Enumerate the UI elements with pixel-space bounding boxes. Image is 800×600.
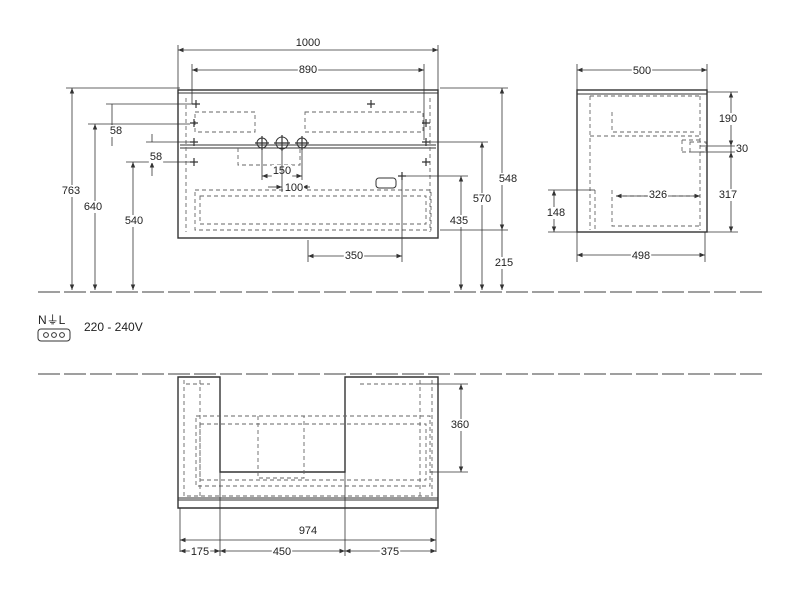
label-backing <box>717 189 739 201</box>
dim-width-1000: 1000 <box>296 37 320 49</box>
front-siphon-lines <box>237 148 301 166</box>
label-backing <box>123 215 145 227</box>
side-cabinet-outline <box>576 89 708 233</box>
dim-height-215: 215 <box>495 257 513 269</box>
dim-spacing-100: 100 <box>285 182 303 194</box>
label-backing <box>497 173 519 185</box>
dim-right-375: 375 <box>381 546 399 558</box>
side-view: 500 498 190 30 317 326 148 <box>545 64 750 262</box>
dim-offset-350: 350 <box>345 250 363 262</box>
label-backing <box>37 313 67 327</box>
label-backing <box>379 546 401 558</box>
dim-offset-58-top: 58 <box>110 125 122 137</box>
dim-height-317: 317 <box>719 189 737 201</box>
dim-height-640: 640 <box>84 201 102 213</box>
dim-left-175: 175 <box>191 546 209 558</box>
dim-depth-360: 360 <box>451 419 469 431</box>
dim-depth-500: 500 <box>633 65 651 77</box>
label-backing <box>717 113 739 125</box>
dim-height-540: 540 <box>125 215 143 227</box>
label-backing <box>734 143 750 155</box>
front-drawer1-left-box <box>194 111 256 133</box>
front-mount-markers <box>190 100 430 180</box>
dim-height-190: 190 <box>719 113 737 125</box>
top-view: 360 974 175 450 375 <box>177 376 471 558</box>
label-backing <box>108 125 124 137</box>
dim-height-763: 763 <box>62 185 80 197</box>
side-inner-dashed <box>589 95 701 230</box>
dim-height-148: 148 <box>547 207 565 219</box>
label-backing <box>343 250 365 262</box>
dim-offset-58-bottom: 58 <box>150 151 162 163</box>
power-voltage-label: 220 - 240V <box>84 320 143 334</box>
label-backing <box>448 215 470 227</box>
front-inner-frame <box>185 98 431 232</box>
label-backing <box>297 525 319 537</box>
label-backing <box>294 37 322 49</box>
label-backing <box>148 151 164 163</box>
label-backing <box>297 64 319 76</box>
power-socket-legend: N⏚L 220 - 240V <box>37 313 144 342</box>
label-backing <box>283 182 305 194</box>
dim-height-548: 548 <box>499 173 517 185</box>
dim-width-974: 974 <box>299 525 317 537</box>
label-backing <box>271 546 293 558</box>
front-drawer1-right-box <box>304 111 424 133</box>
label-backing <box>60 185 82 197</box>
power-symbol-label: N⏚L <box>38 313 66 327</box>
label-backing <box>631 65 653 77</box>
front-cabinet-outline <box>177 89 439 239</box>
label-backing <box>83 320 144 334</box>
front-drawer2-box <box>194 189 432 231</box>
label-backing <box>493 257 515 269</box>
dim-depth-498: 498 <box>632 250 650 262</box>
dim-width-890: 890 <box>299 64 317 76</box>
side-box-dashed <box>689 141 707 153</box>
top-siphon-dashed <box>257 416 305 479</box>
dim-width-326: 326 <box>649 189 667 201</box>
label-backing <box>630 250 652 262</box>
dim-height-435: 435 <box>450 215 468 227</box>
dim-height-30: 30 <box>736 143 748 155</box>
label-backing <box>449 419 471 431</box>
top-cabinet-outline <box>177 376 439 509</box>
front-socket-icon <box>375 177 397 189</box>
top-drawer-dashed <box>195 415 431 487</box>
side-drawer1-dashed <box>611 112 696 133</box>
dim-height-570: 570 <box>473 193 491 205</box>
front-drawer2-inner <box>199 195 427 225</box>
front-view: 1000 890 763 640 540 58 58 150 <box>60 37 519 290</box>
top-inner-dashed <box>183 380 433 497</box>
dim-cutout-450: 450 <box>273 546 291 558</box>
label-backing <box>471 193 493 205</box>
power-socket-icon <box>37 328 71 342</box>
label-backing <box>647 189 669 201</box>
label-backing <box>82 201 104 213</box>
label-backing <box>189 546 211 558</box>
label-backing <box>545 207 567 219</box>
water-connection-icons <box>255 135 309 151</box>
